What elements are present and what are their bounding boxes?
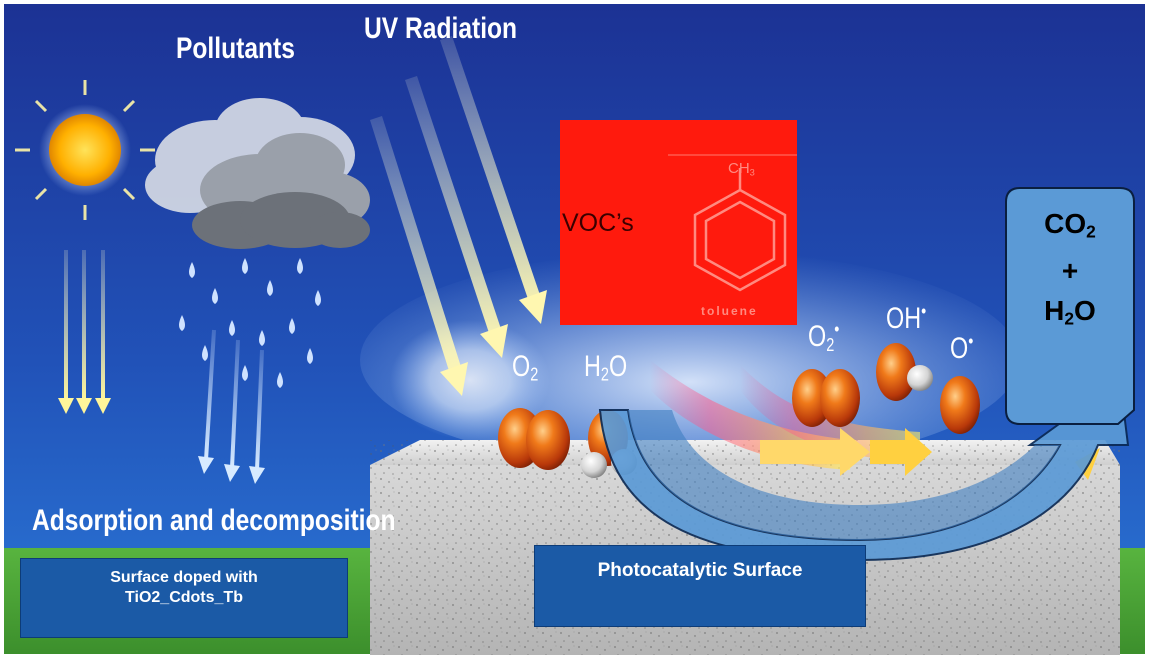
uv-radiation-label: UV Radiation <box>364 12 518 45</box>
h2o-label: H2O <box>584 350 628 385</box>
voc-label: VOC’s <box>562 209 634 237</box>
rain-icon <box>179 258 321 388</box>
molecule-icon <box>693 168 787 292</box>
o-radical-molecule <box>940 376 980 434</box>
doped-surface-line2: TiO2_Cdots_Tb <box>125 589 243 606</box>
ch3-label: CH3 <box>728 160 755 178</box>
product-label: CO2 + H2O <box>1010 204 1130 339</box>
toluene-label: toluene <box>701 304 758 318</box>
h2o-product-label: H2O <box>1044 295 1096 329</box>
doped-surface-line1: Surface doped with <box>110 569 258 586</box>
o2-radical-molecule <box>792 369 860 427</box>
plus-label: + <box>1061 255 1079 287</box>
o2-molecule <box>498 408 570 470</box>
photocatalytic-surface-box: Photocatalytic Surface <box>534 545 866 627</box>
doped-surface-box: Surface doped with TiO2_Cdots_Tb <box>20 558 348 638</box>
o-radical-label: O• <box>950 330 974 366</box>
sun-icon <box>15 80 155 220</box>
adsorption-label: Adsorption and decomposition <box>32 504 396 537</box>
sunlight-arrows <box>58 250 111 414</box>
voc-panel <box>560 120 797 325</box>
pollutants-label: Pollutants <box>176 32 295 65</box>
co2-label: CO2 <box>1044 208 1096 242</box>
uv-ray-icon <box>370 36 547 396</box>
product-callout <box>1005 187 1135 425</box>
oh-radical-label: OH• <box>886 300 927 336</box>
rain-arrows <box>198 329 265 484</box>
reaction-streaks <box>650 360 1100 480</box>
cloud-icon <box>145 98 370 249</box>
oh-radical-molecule <box>876 343 933 401</box>
photocatalytic-surface-label: Photocatalytic Surface <box>597 560 803 581</box>
o2-label: O2 <box>512 350 539 385</box>
o2-radical-label: O2• <box>808 318 840 355</box>
